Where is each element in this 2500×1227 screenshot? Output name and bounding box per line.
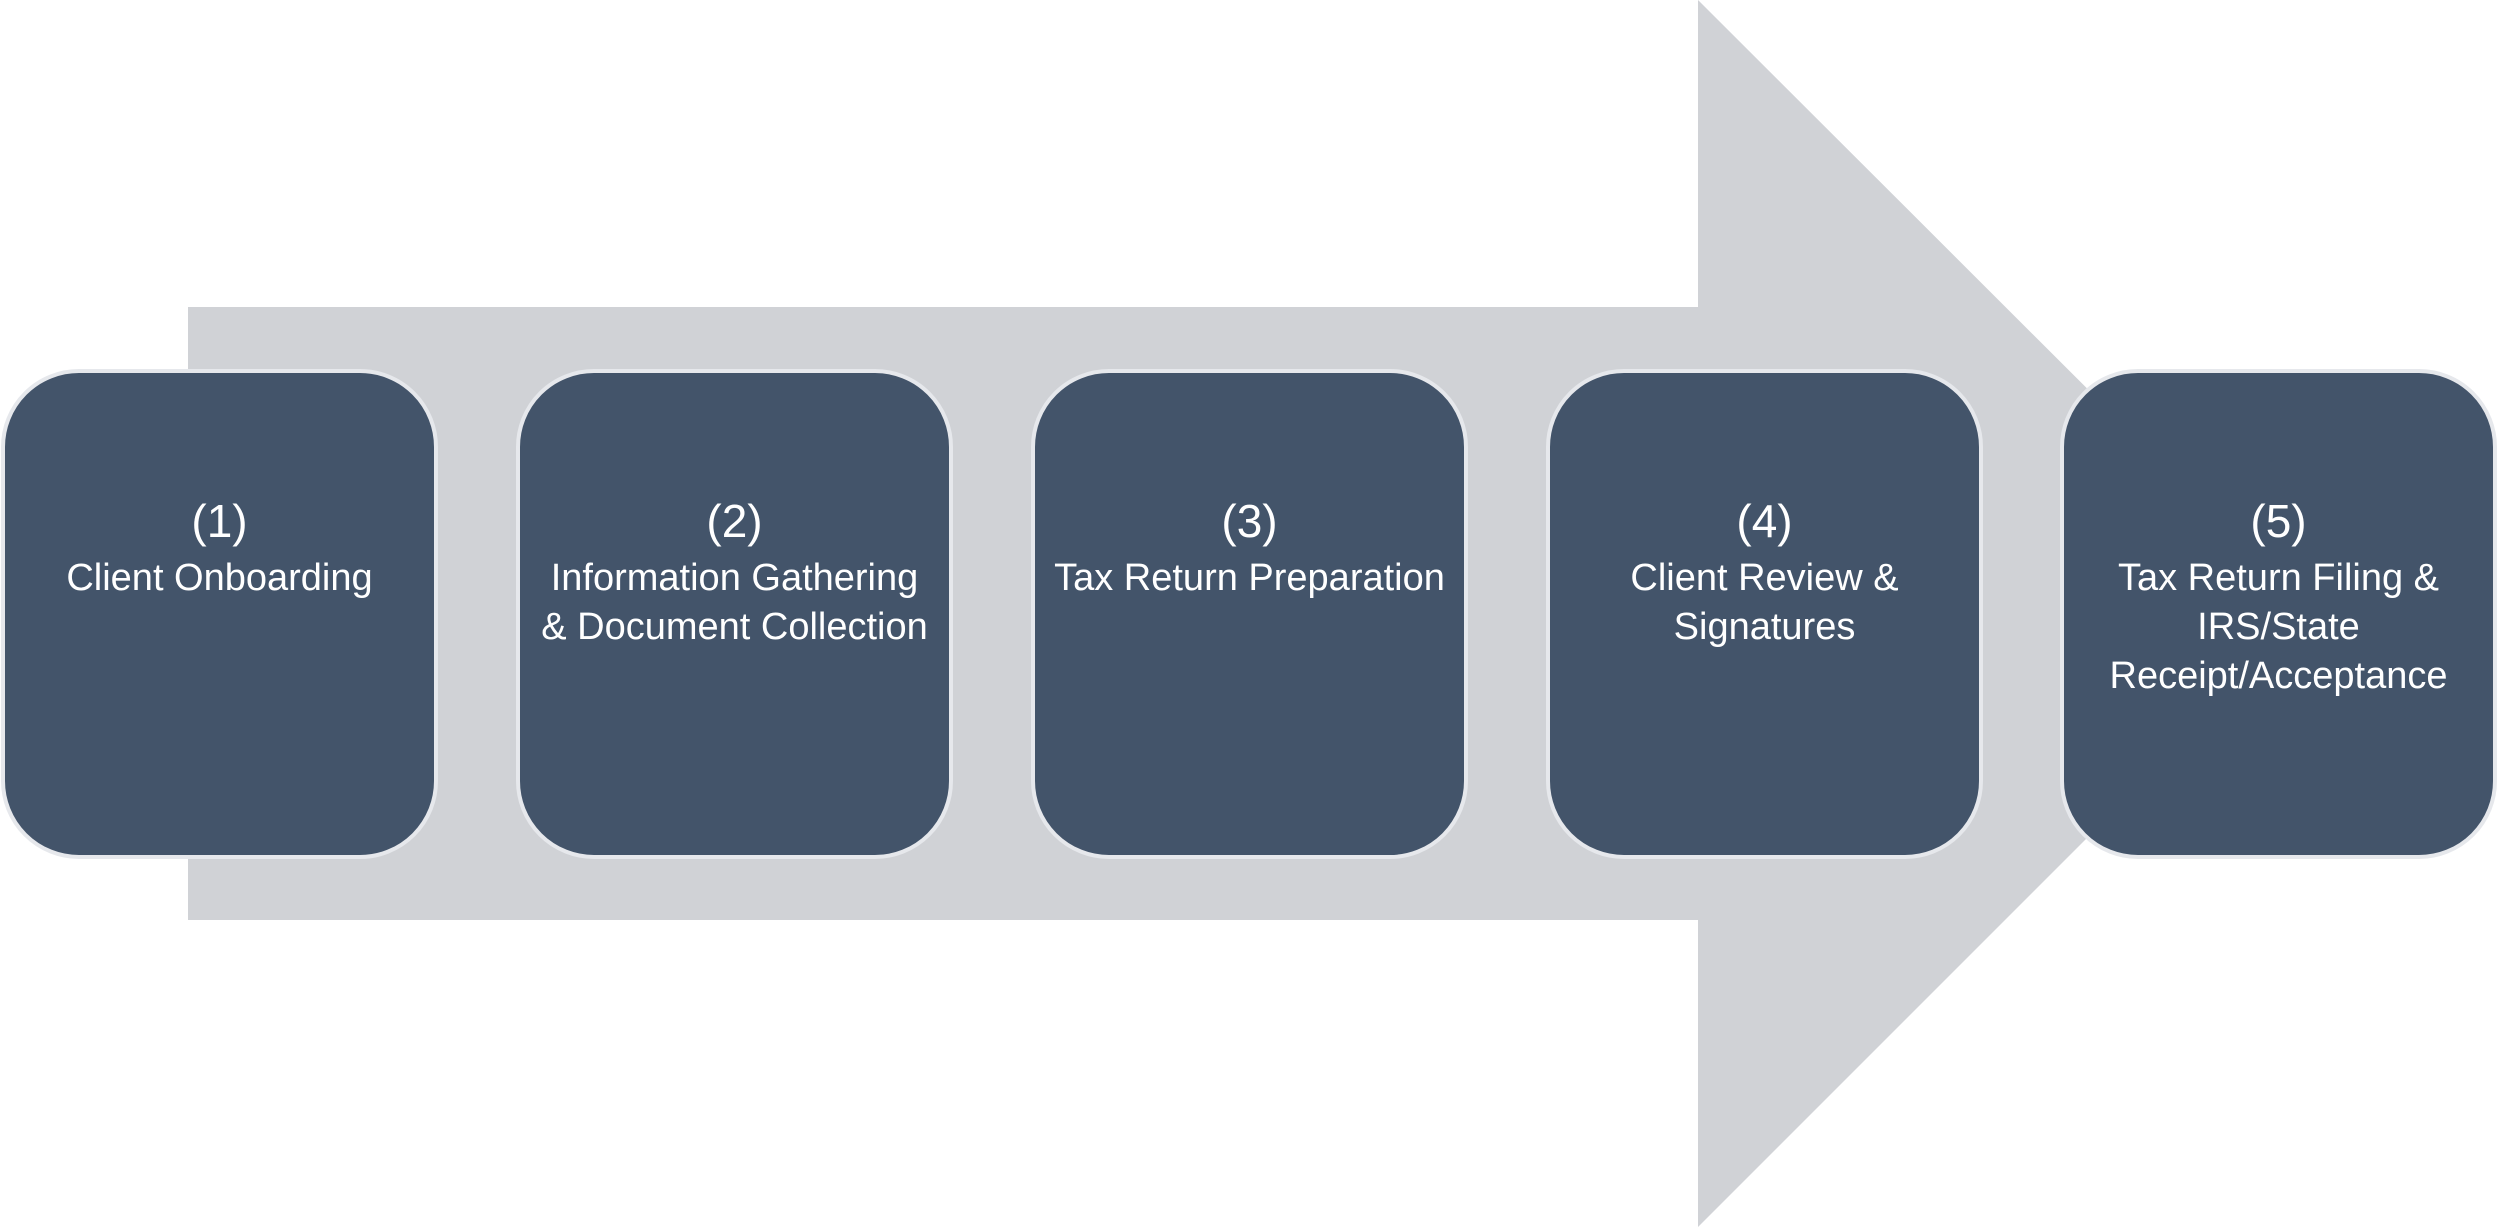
step-number: (3) [1221, 495, 1278, 547]
step-card-4: (4) Client Review & Signatures [1546, 369, 1983, 859]
step-label: Tax Return Preparation [1054, 557, 1445, 599]
step-card-3: (3) Tax Return Preparation [1031, 369, 1468, 859]
step-label: Client Review & Signatures [1630, 557, 1899, 648]
step-number: (2) [706, 495, 763, 547]
step-card-1: (1) Client Onboarding [1, 369, 438, 859]
step-number: (5) [2250, 495, 2307, 547]
step-card-5: (5) Tax Return Filing & IRS/State Receip… [2060, 369, 2497, 859]
step-label: Information Gathering & Document Collect… [541, 557, 928, 648]
step-number: (4) [1736, 495, 1793, 547]
step-label: Client Onboarding [66, 557, 373, 599]
step-card-2: (2) Information Gathering & Document Col… [516, 369, 953, 859]
step-label: Tax Return Filing & IRS/State Receipt/Ac… [2109, 557, 2448, 697]
step-number: (1) [191, 495, 248, 547]
